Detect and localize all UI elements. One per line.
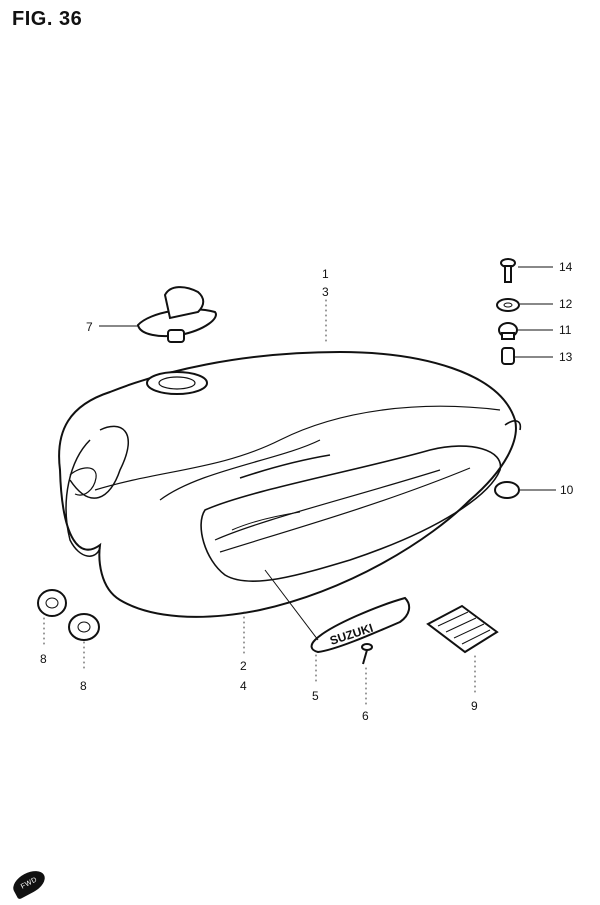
part-9-knee-pad xyxy=(426,604,499,654)
callout-12: 12 xyxy=(559,297,573,311)
callout-14: 14 xyxy=(559,260,573,274)
callout-8-lower: 8 xyxy=(80,679,87,693)
part-11-grommet xyxy=(498,322,518,340)
stamp-text: FWD xyxy=(19,875,39,891)
callout-2: 2 xyxy=(240,659,247,673)
fuel-tank xyxy=(58,350,522,618)
callout-6: 6 xyxy=(362,709,369,723)
part-14-bolt xyxy=(500,258,516,283)
callout-labels: 1 3 7 14 12 11 13 10 8 8 2 4 5 6 9 xyxy=(40,260,574,723)
callout-11: 11 xyxy=(559,323,572,337)
part-6-screw xyxy=(361,643,373,665)
callout-3: 3 xyxy=(322,285,329,299)
callout-8-upper: 8 xyxy=(40,652,47,666)
callout-13: 13 xyxy=(559,350,573,364)
part-12-washer xyxy=(496,298,520,312)
callout-9: 9 xyxy=(471,699,478,713)
callout-10: 10 xyxy=(560,483,574,497)
part-10-cushion xyxy=(494,481,520,499)
part-7-cap-bracket xyxy=(136,286,217,343)
callout-7: 7 xyxy=(86,320,93,334)
part-13-collar xyxy=(501,347,515,365)
callout-5: 5 xyxy=(312,689,319,703)
leader-lines xyxy=(43,266,556,705)
part-8-cushion-lower xyxy=(68,613,100,641)
callout-4: 4 xyxy=(240,679,247,693)
part-8-cushion-upper xyxy=(37,589,67,617)
callout-1: 1 xyxy=(322,267,329,281)
figure-title: FIG. 36 xyxy=(12,8,83,30)
part-5-emblem: SUZUKI xyxy=(310,596,411,654)
